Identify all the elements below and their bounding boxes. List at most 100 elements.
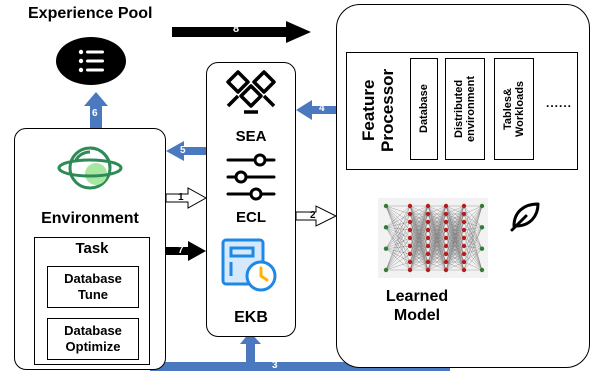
nn-edge [463, 213, 483, 249]
nn-edge [445, 205, 465, 247]
ekb-icon [219, 236, 283, 296]
nn-node [461, 251, 467, 257]
nn-edge [463, 227, 483, 263]
sliders-icon [226, 152, 276, 202]
nn-node [425, 219, 431, 225]
nn-edge [463, 245, 483, 249]
nn-edge [463, 205, 483, 223]
nn-node [443, 203, 449, 209]
planet-icon [57, 138, 123, 198]
nn-node [425, 211, 431, 217]
nn-node [461, 203, 467, 209]
environment-title: Environment [41, 210, 139, 227]
nn-edge [445, 205, 465, 223]
nn-edge [385, 245, 411, 271]
nn-edge [445, 205, 465, 215]
nn-node [407, 219, 413, 225]
nn-edge [385, 227, 411, 271]
learned-model-title: Learned Model [385, 288, 449, 324]
nn-node [443, 235, 449, 241]
nn-node [479, 203, 485, 209]
nn-node [479, 246, 485, 251]
experience-pool-title: Experience Pool [28, 5, 153, 22]
nn-edge [445, 229, 465, 271]
arrow-4-label: 4 [319, 103, 325, 114]
nn-edge [409, 205, 429, 247]
nn-edge [385, 205, 411, 263]
nn-edge [463, 205, 483, 231]
nn-edge [427, 261, 447, 271]
nn-edge [427, 205, 447, 239]
nn-edge [463, 237, 483, 249]
feature-cell-distributed [445, 58, 485, 160]
nn-edge [427, 213, 447, 271]
nn-node [407, 259, 413, 265]
nn-edge [463, 248, 483, 271]
nn-edge [427, 205, 447, 263]
nn-edge [463, 253, 483, 271]
nn-edge [409, 205, 429, 231]
nn-node [461, 235, 467, 241]
experience-pool-icon [56, 37, 126, 85]
nn-edge [409, 221, 429, 271]
nn-edge [385, 221, 411, 271]
nn-edge [409, 229, 429, 271]
nn-edge [427, 245, 447, 271]
nn-edge [427, 205, 447, 231]
feature-cell-distributed-label: Distributed environment [453, 76, 477, 143]
feature-cell-database-label: Database [418, 84, 430, 134]
nn-edge [463, 213, 483, 228]
nn-edge [427, 253, 447, 271]
nn-node [443, 227, 449, 233]
ekb-label: EKB [234, 309, 268, 326]
nn-edge [445, 245, 465, 271]
nn-edge [463, 237, 483, 271]
feature-ellipsis: ...... [546, 96, 573, 110]
middle-panel [206, 62, 296, 337]
nn-edge [385, 237, 411, 271]
arrow-5-label: 5 [180, 145, 186, 156]
nn-node [383, 267, 389, 273]
nn-edge [445, 253, 465, 271]
nn-node [383, 225, 389, 230]
nn-edge [427, 205, 447, 215]
nn-edge [409, 205, 429, 263]
arrow-7 [166, 241, 206, 261]
nn-node [461, 259, 467, 265]
nn-node [461, 211, 467, 217]
nn-node [425, 259, 431, 265]
nn-node [407, 267, 413, 273]
nn-node [407, 251, 413, 257]
arrow-6-label: 6 [92, 108, 98, 119]
nn-edge [385, 205, 411, 255]
nn-edge [445, 213, 465, 271]
nn-edge [409, 205, 429, 223]
nn-edge [463, 245, 483, 271]
nn-edge [385, 205, 411, 249]
nn-edge [463, 205, 483, 255]
arrow-1-label: 1 [178, 192, 184, 203]
feature-cell-tables-label: Tables& Workloads [502, 80, 526, 138]
nn-node [443, 267, 449, 273]
nn-edge [463, 221, 483, 228]
nn-edge [409, 205, 429, 239]
nn-node [461, 227, 467, 233]
nn-edge [445, 237, 465, 271]
nn-edge [463, 227, 483, 271]
nn-node [425, 235, 431, 241]
nn-edge [385, 205, 411, 215]
nn-edge [463, 261, 483, 271]
nn-node [425, 267, 431, 273]
nn-edge [385, 205, 411, 231]
nn-edge [427, 221, 447, 271]
arrow-1 [165, 187, 208, 209]
nn-node [461, 243, 467, 249]
nn-node [407, 235, 413, 241]
nn-edge [385, 227, 411, 255]
nn-edge [409, 205, 429, 255]
nn-node [383, 246, 389, 251]
nn-edge [427, 205, 447, 271]
nn-edge [409, 213, 429, 271]
nn-node [443, 211, 449, 217]
nn-node [461, 267, 467, 273]
